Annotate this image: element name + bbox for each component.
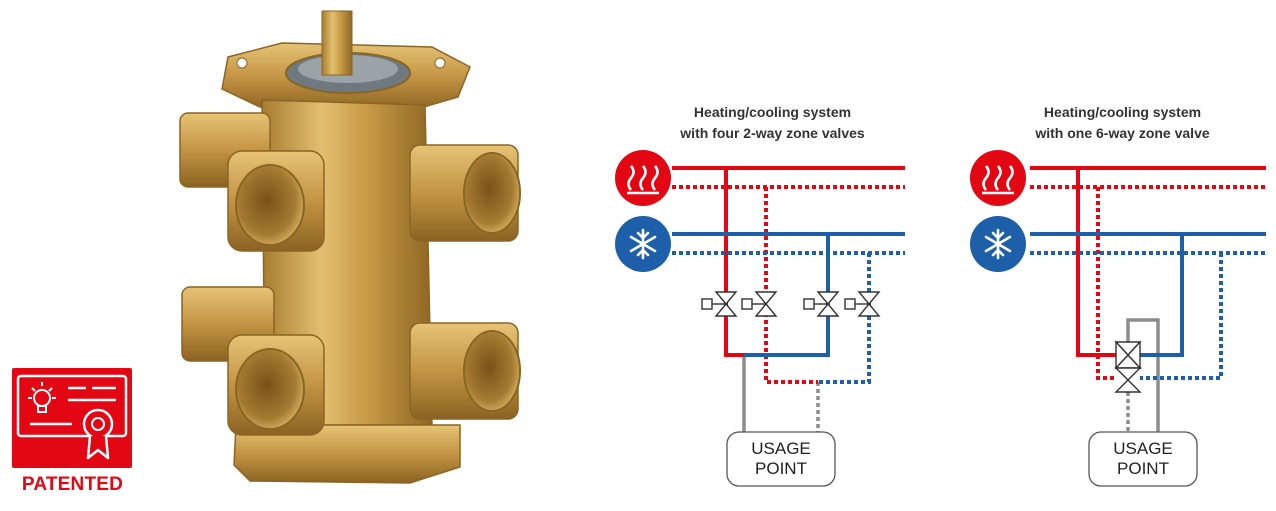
snowflake-icon [615,216,671,272]
usage-line-2: POINT [755,459,807,478]
diagram-four-2way-valves [615,150,905,487]
6way-valve-icon [1114,340,1142,393]
usage-line-1: USAGE [751,439,811,458]
certificate-icon [12,368,132,468]
2way-valve-icon [844,291,881,317]
diagram-title: Heating/cooling system with one 6-way zo… [1000,102,1245,144]
title-line-1: Heating/cooling system [1043,104,1202,120]
usage-point-label: USAGE POINT [727,439,835,479]
title-line-1: Heating/cooling system [693,104,852,120]
heating-icon [970,150,1026,206]
usage-supply-line [1126,318,1160,432]
usage-point-label: USAGE POINT [1089,439,1197,479]
usage-line-1: USAGE [1113,439,1173,458]
snowflake-icon [970,216,1026,272]
usage-point-box [1088,431,1198,487]
2way-valve-icon [741,291,778,317]
patented-badge: PATENTED [10,368,135,498]
2way-valve-icon [701,291,738,317]
diagram-one-6way-valve [970,150,1266,487]
valve-photo [170,5,530,500]
title-line-2: with four 2-way zone valves [680,125,865,141]
title-line-2: with one 6-way zone valve [1035,125,1210,141]
usage-point-box [726,431,836,487]
2way-valve-icon [803,291,840,317]
heating-icon [615,150,671,206]
patented-label: PATENTED [21,474,124,495]
usage-line-2: POINT [1117,459,1169,478]
diagram-title: Heating/cooling system with four 2-way z… [640,102,905,144]
